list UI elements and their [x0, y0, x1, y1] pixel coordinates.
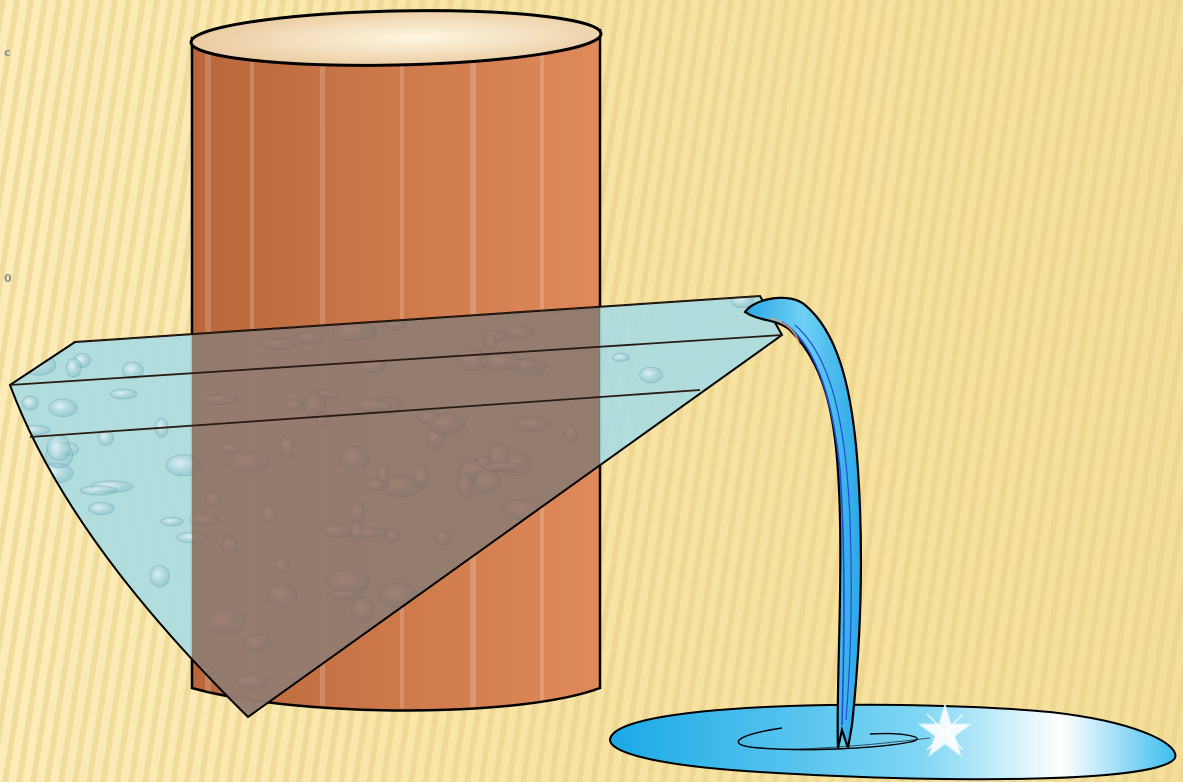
water-bubble [611, 352, 630, 362]
water-bubble [21, 395, 39, 411]
cylinder-top [189, 9, 603, 67]
water-bubble [149, 565, 171, 588]
water-bubble [639, 366, 663, 384]
margin-glyph-2: 0 [4, 272, 12, 285]
water-bubble [48, 398, 78, 418]
star-sparkle-icon [917, 702, 973, 758]
water-bubble [88, 502, 115, 515]
margin-glyph-1: c [4, 46, 11, 59]
water-bubble [46, 434, 71, 462]
water-bubble [65, 358, 82, 378]
puddle-shape [609, 703, 1177, 781]
water-bubble [97, 429, 114, 446]
water-bubble [160, 516, 184, 527]
water-bubble [109, 388, 138, 400]
water-stream-shape [743, 296, 862, 749]
water-bubble [121, 361, 144, 380]
water-bubble [79, 485, 118, 496]
